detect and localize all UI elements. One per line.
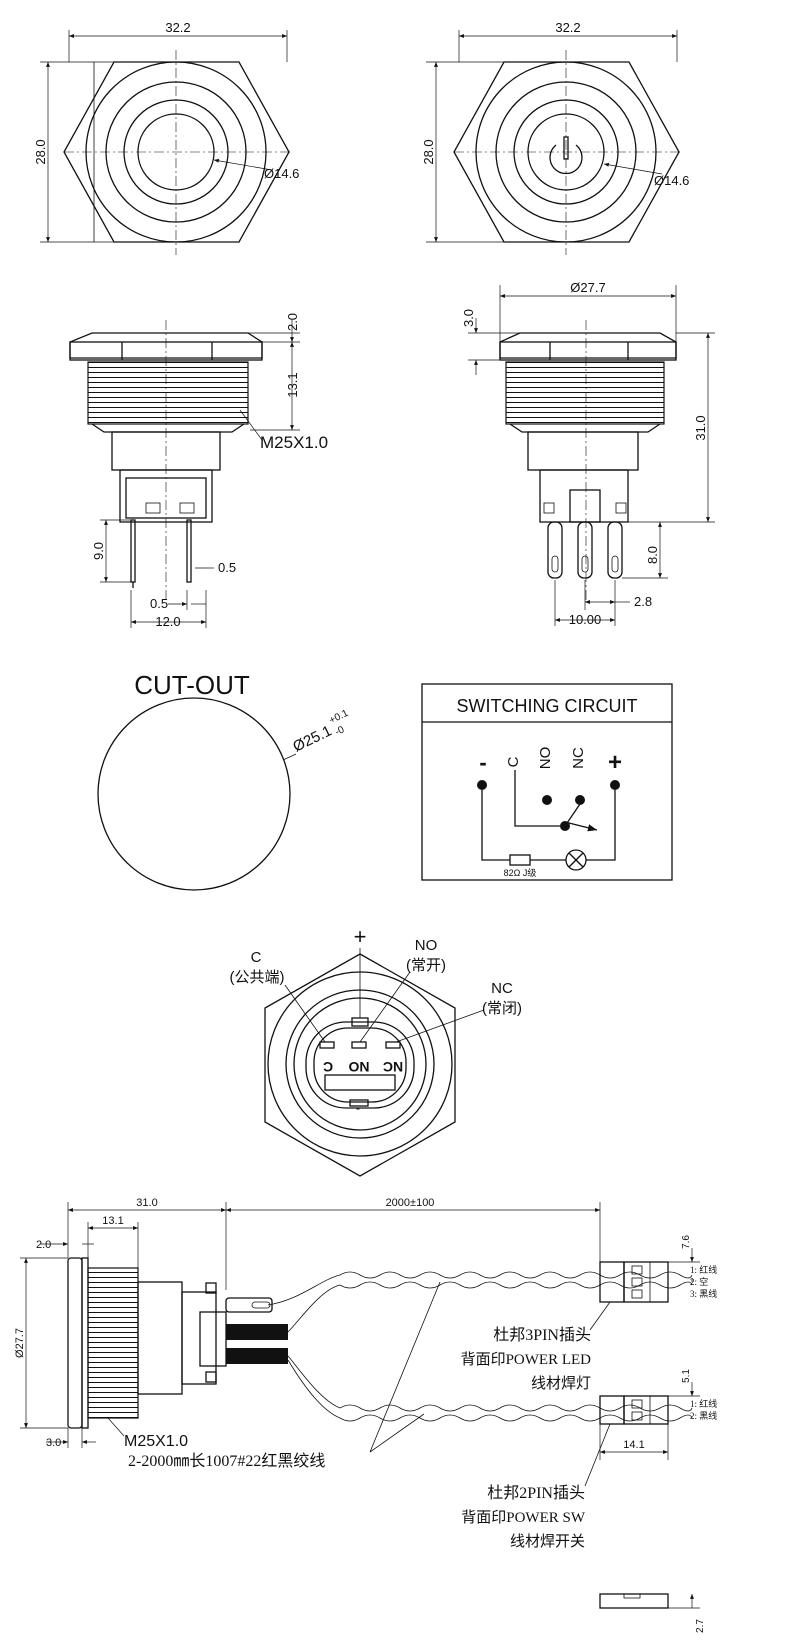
front-a-height-label: 28.0 xyxy=(33,139,48,164)
side-a-thread-spec: M25X1.0 xyxy=(260,433,328,452)
circuit-terminal-plus: + xyxy=(608,749,622,776)
terminal-no-cn: (常开) xyxy=(406,957,446,974)
terminal-nc-label: NC xyxy=(491,980,513,997)
terminal-nc-cn: (常闭) xyxy=(482,1000,522,1017)
circuit-terminal-no: NO xyxy=(537,747,554,770)
circuit-terminal-minus: - xyxy=(479,750,486,775)
circuit-terminal-c: C xyxy=(505,756,522,767)
cutout-tol-upper: +0.1 xyxy=(328,708,351,727)
conn3-title: 杜邦3PIN插头 xyxy=(493,1326,591,1344)
circuit-terminal-nc: NC xyxy=(570,747,587,769)
side-a-pin-thickness: 0.5 xyxy=(150,596,168,611)
front-b-height-label: 28.0 xyxy=(421,139,436,164)
cable-thread-length: 13.1 xyxy=(102,1215,123,1227)
side-b-pin-pitch: 2.8 xyxy=(634,594,652,609)
terminal-back-nc: NC xyxy=(383,1059,403,1075)
front-view-plain: 32.2 28.0 Ø14.6 xyxy=(33,20,299,255)
conn3-pin-1: 1: 红线 xyxy=(690,1264,717,1275)
conn2-pin-1: 1: 红线 xyxy=(690,1398,717,1409)
terminal-plus: + xyxy=(354,924,367,949)
side-b-total-length: 31.0 xyxy=(693,415,708,440)
circuit-resistor-label: 82Ω J级 xyxy=(504,867,537,878)
cable-head-dia: Ø27.7 xyxy=(14,1328,26,1358)
terminal-back-no: NO xyxy=(348,1059,369,1075)
conn2-pin-2: 2: 黑线 xyxy=(690,1410,717,1421)
cable-thread-spec: M25X1.0 xyxy=(124,1433,188,1450)
cable-total-length: 31.0 xyxy=(136,1197,157,1209)
conn3-line2: 背面印POWER LED xyxy=(461,1351,592,1368)
cable-wire-note: 2-2000㎜长1007#22红黑绞线 xyxy=(128,1452,325,1470)
cutout-title: CUT-OUT xyxy=(134,670,250,700)
conn2-title: 杜邦2PIN插头 xyxy=(487,1484,585,1502)
terminal-view: + - C (公共端) NO (常开) NC (常闭) C NO NC xyxy=(230,924,522,1177)
side-a-pin-span: 12.0 xyxy=(155,614,180,629)
front-b-width-label: 32.2 xyxy=(555,20,580,35)
front-a-diameter-label: Ø14.6 xyxy=(264,166,299,181)
cable-head-thickness: 2.0 xyxy=(36,1239,51,1251)
side-b-head-thickness: 3.0 xyxy=(461,309,476,327)
side-a-pin-length: 9.0 xyxy=(91,542,106,560)
cutout-tol-lower: -0 xyxy=(333,724,346,738)
terminal-c-label: C xyxy=(251,949,262,966)
front-a-width-label: 32.2 xyxy=(165,20,190,35)
cutout-diameter: Ø25.1 xyxy=(290,722,334,755)
conn2-line2: 背面印POWER SW xyxy=(461,1509,586,1526)
front-b-diameter-label: Ø14.6 xyxy=(654,173,689,188)
side-a-thread-length: 13.1 xyxy=(285,372,300,397)
cutout-view: CUT-OUT Ø25.1 +0.1 -0 xyxy=(97,670,351,891)
side-b-pin-length: 8.0 xyxy=(645,546,660,564)
switching-circuit: SWITCHING CIRCUIT - C NO NC + 82Ω J级 xyxy=(421,683,673,881)
terminal-no-label: NO xyxy=(415,937,438,954)
conn3-line3: 线材焊灯 xyxy=(531,1375,591,1392)
conn2-line3: 线材焊开关 xyxy=(510,1533,585,1550)
conn3-height: 7.6 xyxy=(681,1235,692,1249)
conn3-pin-2: 2: 空 xyxy=(690,1276,708,1287)
conn3-pin-3: 3: 黑线 xyxy=(690,1288,717,1299)
side-b-head-dia: Ø27.7 xyxy=(570,280,605,295)
side-view-led: Ø27.7 3.0 31.0 8.0 2.8 10.00 xyxy=(461,280,715,627)
cable-assembly: 31.0 13.1 2.0 Ø27.7 3.0 M25X1.0 2000±100… xyxy=(14,1197,717,1633)
side-view-plain: 2.0 13.1 M25X1.0 9.0 0.5 0.5 12.0 xyxy=(69,313,328,629)
power-icon xyxy=(549,136,583,175)
side-a-head-thickness: 2.0 xyxy=(285,313,300,331)
circuit-title: SWITCHING CIRCUIT xyxy=(457,696,638,716)
terminal-minus: - xyxy=(356,1101,360,1115)
cable-head-thickness-b: 3.0 xyxy=(46,1437,61,1449)
side-a-pin-width: 0.5 xyxy=(218,560,236,575)
conn2-width: 14.1 xyxy=(623,1439,644,1451)
terminal-back-c: C xyxy=(323,1059,333,1075)
front-view-led: 32.2 28.0 Ø14.6 xyxy=(421,20,689,255)
side-b-pin-span: 10.00 xyxy=(569,612,602,627)
conn2-height: 5.1 xyxy=(681,1369,692,1383)
terminal-c-cn: (公共端) xyxy=(230,969,285,986)
cable-length: 2000±100 xyxy=(386,1197,435,1209)
conn2-side-height: 2.7 xyxy=(695,1619,706,1633)
